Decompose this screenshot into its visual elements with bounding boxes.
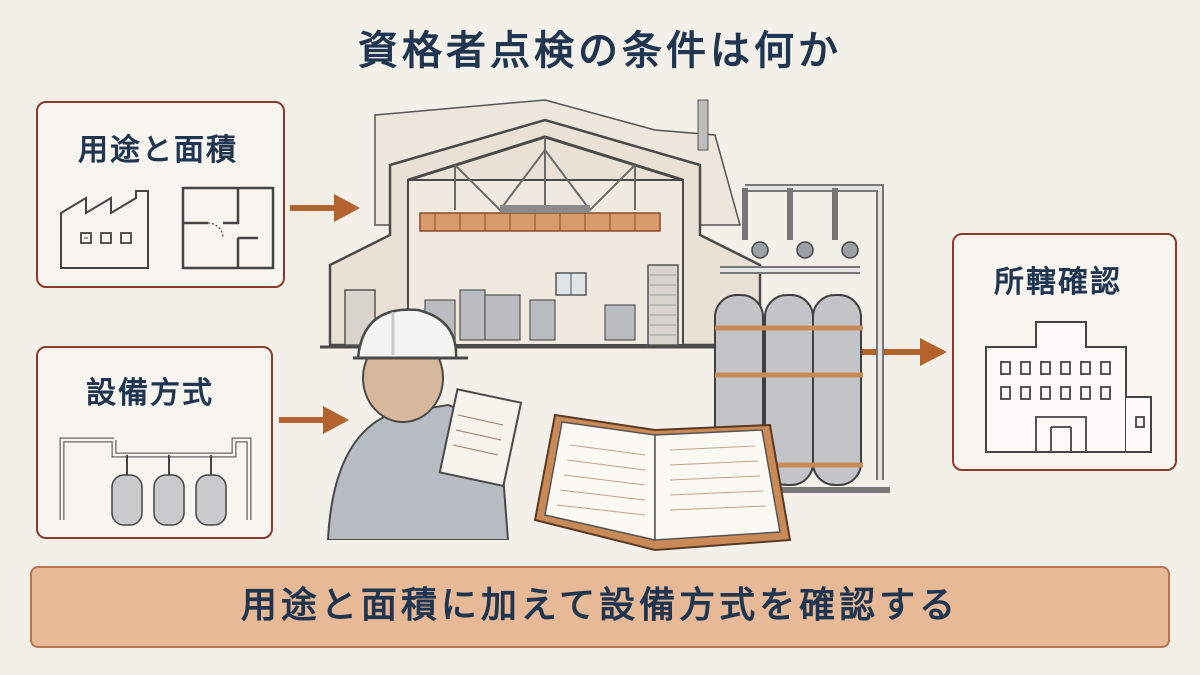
arrow-right-icon xyxy=(862,338,947,366)
binder-illustration xyxy=(533,413,792,552)
equipment-method-card: 設備方式 xyxy=(36,346,273,539)
arrow-right-icon xyxy=(290,194,360,222)
jurisdiction-label: 所轄確認 xyxy=(994,265,1122,300)
factory-icon xyxy=(60,190,149,269)
summary-banner: 用途と面積に加えて設備方式を確認する xyxy=(30,566,1170,648)
page-title: 資格者点検の条件は何か xyxy=(358,28,842,74)
equipment-method-label: 設備方式 xyxy=(86,376,214,411)
factory-illustration xyxy=(320,99,770,349)
inspector-illustration xyxy=(326,308,523,540)
floor-plan-icon xyxy=(181,186,275,270)
usage-area-card: 用途と面積 xyxy=(36,101,285,288)
gas-cylinder-rack-icon xyxy=(59,437,252,526)
usage-area-label: 用途と面積 xyxy=(78,133,238,168)
arrow-right-icon xyxy=(279,406,349,434)
jurisdiction-card: 所轄確認 xyxy=(952,233,1177,471)
government-building-icon xyxy=(985,321,1152,453)
